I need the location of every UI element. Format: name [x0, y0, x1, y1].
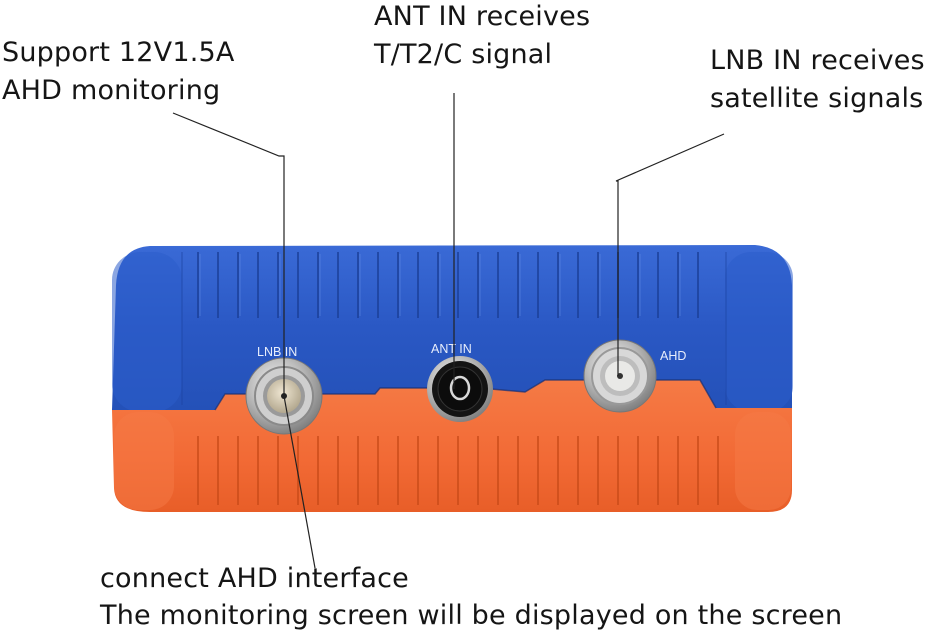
callout-lnb-in: LNB IN receives satellite signals	[710, 42, 925, 118]
callout-line: LNB IN receives	[710, 45, 925, 76]
leader-lnb-in	[615, 133, 725, 376]
callout-ant-in: ANT IN receives T/T2/C signal	[374, 0, 590, 74]
leader-connect-ahd	[283, 395, 316, 569]
callout-line: connect AHD interface	[100, 563, 409, 594]
port-label-ahd: AHD	[660, 349, 686, 363]
callout-support-ahd-monitoring: Support 12V1.5A AHD monitoring	[2, 34, 235, 110]
callout-line: AHD monitoring	[2, 75, 221, 106]
ahd-port	[583, 339, 657, 413]
leader-lines	[172, 93, 725, 569]
callout-line: The monitoring screen will be displayed …	[100, 600, 843, 631]
leader-support-ahd	[172, 112, 285, 396]
callout-connect-ahd: connect AHD interface The monitoring scr…	[100, 560, 842, 634]
ant-in-port	[427, 356, 493, 422]
callout-line: ANT IN receives	[374, 1, 591, 32]
callout-line: Support 12V1.5A	[2, 37, 235, 68]
port-label-ant-in: ANT IN	[431, 342, 472, 356]
callout-line: satellite signals	[710, 83, 924, 114]
port-label-lnb-in: LNB IN	[257, 345, 297, 359]
callout-line: T/T2/C signal	[374, 39, 553, 70]
